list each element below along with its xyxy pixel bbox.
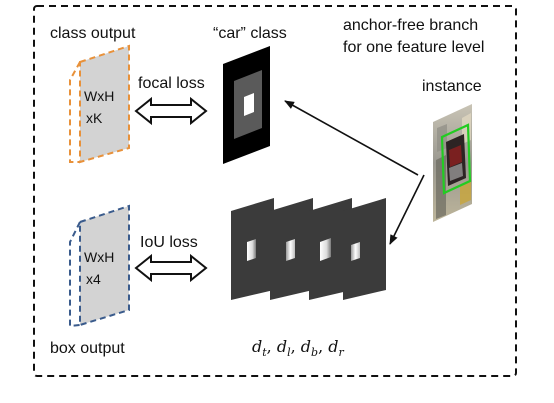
- distance-map-r: [343, 198, 386, 300]
- box-output-side: [69, 221, 81, 328]
- class-output-dims-1: WxH: [84, 88, 114, 104]
- class-output-side: [69, 61, 81, 163]
- distance-map-r-hole: [351, 242, 360, 261]
- instance-label: instance: [422, 78, 482, 95]
- distance-map-l-hole: [286, 239, 295, 261]
- class-output-label: class output: [50, 25, 136, 42]
- distance-map-b-hole: [320, 238, 331, 261]
- branch-title-line2: for one feature level: [343, 39, 484, 56]
- distance-map-t-hole: [247, 239, 256, 261]
- box-output-dims-1: WxH: [84, 249, 114, 265]
- focal-loss-label: focal loss: [138, 75, 205, 92]
- car-class-center: [244, 93, 254, 116]
- distance-labels: dt, dl, db, dr: [252, 337, 345, 359]
- arrow-instance-to-class: [284, 100, 419, 176]
- box-output-label: box output: [50, 340, 125, 357]
- instance-bounding-box: [440, 123, 472, 195]
- branch-title-line1: anchor-free branch: [343, 17, 478, 34]
- arrow-instance-to-box: [389, 174, 425, 245]
- box-output-tensor: [79, 204, 130, 327]
- iou-loss-double-arrow: [134, 253, 208, 283]
- focal-loss-double-arrow: [134, 96, 208, 126]
- class-output-tensor: [79, 44, 130, 164]
- box-output-dims-2: x4: [86, 271, 101, 287]
- class-output-dims-2: xK: [86, 110, 103, 126]
- branch-frame: [33, 5, 517, 377]
- iou-loss-label: IoU loss: [140, 234, 198, 251]
- distance-maps: [231, 198, 386, 300]
- car-class-label: “car” class: [213, 25, 287, 42]
- instance-image: [433, 104, 472, 222]
